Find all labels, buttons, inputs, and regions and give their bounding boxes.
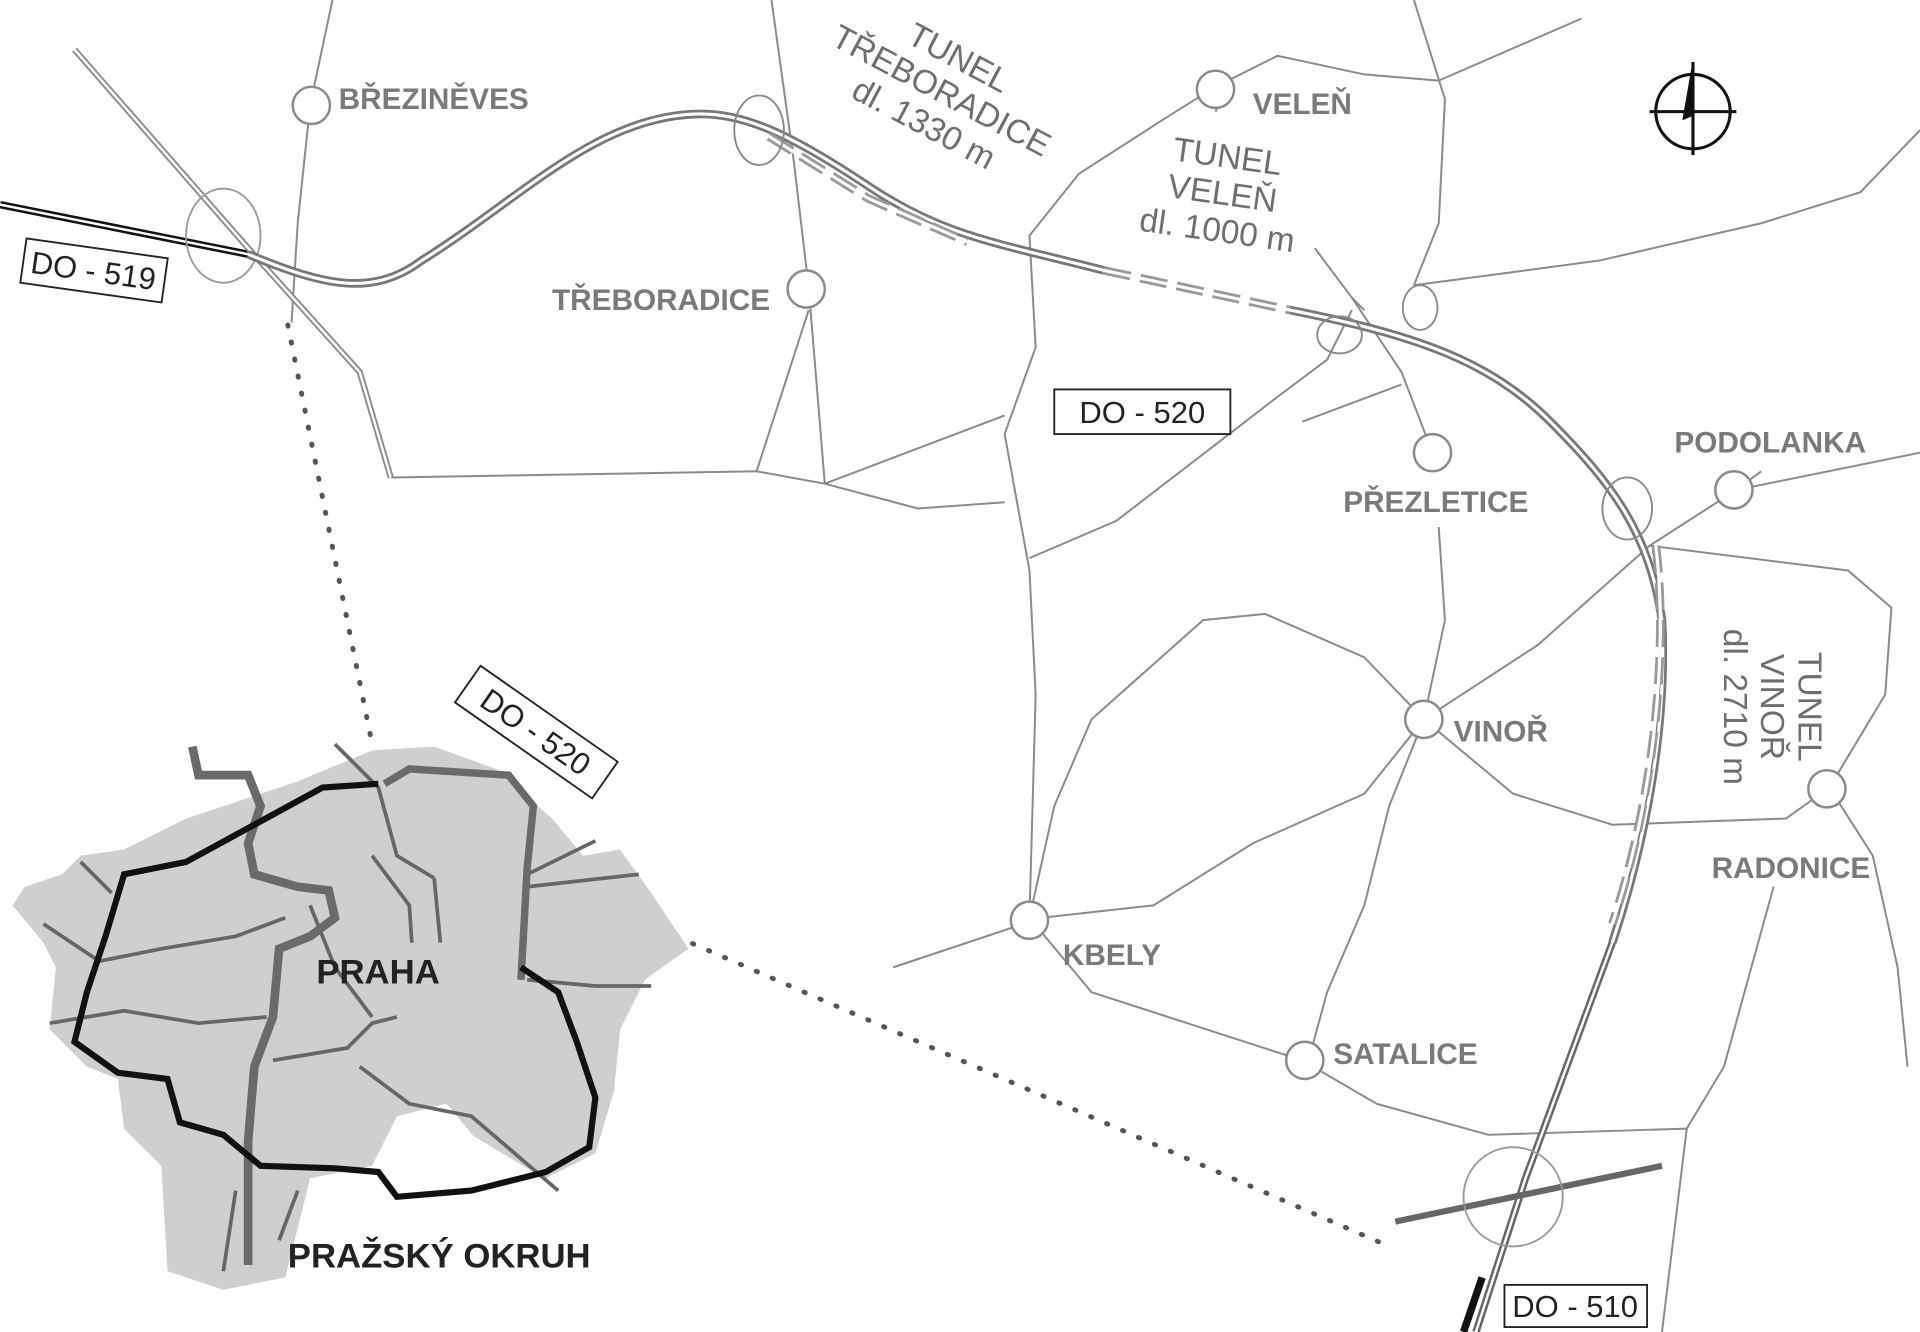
motorway-do-519 (0, 47, 394, 479)
village-label: VELEŇ (1253, 87, 1352, 121)
village-label: PŘEZLETICE (1343, 485, 1528, 519)
village-label: RADONICE (1712, 852, 1871, 885)
ring-do-520 (382, 765, 538, 980)
village-label: PODOLANKA (1674, 427, 1866, 460)
svg-text:dl. 2710 m: dl. 2710 m (1716, 629, 1753, 785)
svg-text:DO - 520: DO - 520 (1079, 395, 1205, 430)
tunnel-label-velen: TUNEL VELEŇ dl. 1000 m (1137, 131, 1297, 260)
compass-north-icon (1649, 62, 1737, 156)
village-markers (291, 69, 1847, 1081)
prague-ring-road (70, 780, 599, 1201)
river-vltava (188, 745, 340, 1266)
road-label-do-510: DO - 510 (1503, 1283, 1649, 1328)
svg-text:TUNEL: TUNEL (1790, 652, 1827, 762)
road-label-do-520: DO - 520 (1053, 388, 1232, 436)
inset-prague-map: PRAHA PRAŽSKÝ OKRUH (12, 742, 689, 1290)
village-label: VINOŘ (1454, 715, 1548, 749)
village-label: BŘEZINĚVES (339, 82, 529, 116)
village-label: SATALICE (1333, 1038, 1477, 1071)
road-label-do-519: DO - 519 (19, 237, 169, 304)
village-label: TŘEBORADICE (552, 283, 770, 317)
inset-ring-label: PRAŽSKÝ OKRUH (288, 1236, 591, 1276)
tunnel-label-vinor: TUNEL VINOŘ dl. 2710 m (1716, 629, 1827, 785)
local-roads (290, 0, 1920, 1332)
svg-text:DO - 520: DO - 520 (474, 682, 597, 783)
svg-text:VINOŘ: VINOŘ (1753, 654, 1790, 760)
prague-city-area (12, 746, 689, 1290)
village-label: KBELY (1063, 939, 1161, 972)
village-labels: BŘEZINĚVES TŘEBORADICE VELEŇ PŘEZLETICE … (339, 82, 1871, 1071)
motorway-do-520 (246, 94, 1668, 1332)
inset-city-label: PRAHA (316, 953, 439, 991)
svg-text:DO - 510: DO - 510 (1512, 1289, 1638, 1324)
